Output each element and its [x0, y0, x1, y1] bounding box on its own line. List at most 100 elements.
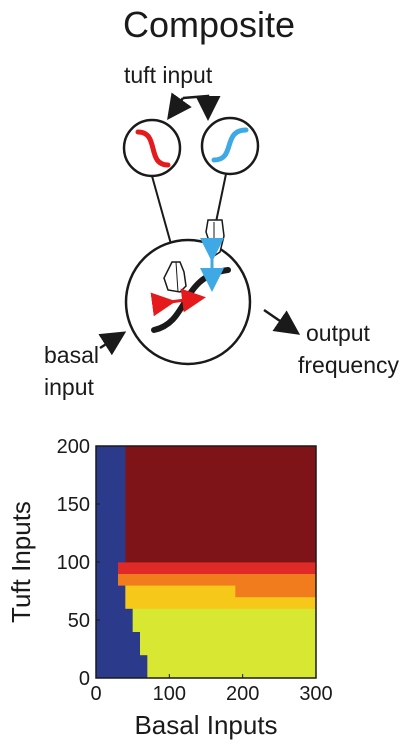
heatmap-cell: [162, 596, 170, 609]
output-label-line2: frequency: [298, 352, 400, 378]
heatmap-cell: [169, 596, 178, 609]
heatmap-cell: [169, 550, 178, 563]
heatmap-cell: [250, 504, 258, 516]
heatmap-cell: [184, 504, 192, 516]
heatmap-cell: [125, 550, 134, 563]
heatmap-cell: [162, 608, 170, 621]
heatmap-cell: [154, 608, 163, 621]
heatmap-cell: [118, 643, 126, 656]
heatmap-cell: [140, 527, 148, 540]
heatmap-cell: [154, 446, 163, 458]
heatmap-cell: [191, 480, 200, 493]
heatmap-cell: [294, 631, 302, 644]
heatmap-cell: [184, 480, 192, 493]
heatmap-cell: [220, 538, 229, 551]
heatmap-cell: [272, 550, 280, 563]
heatmap-cell: [206, 469, 214, 482]
heatmap-cell: [198, 643, 207, 656]
heatmap-cell: [228, 469, 236, 482]
heatmap-cell: [191, 504, 200, 516]
heatmap-cell: [228, 538, 236, 551]
heatmap-cell: [272, 620, 280, 632]
heatmap-cell: [220, 527, 229, 540]
heatmap-cell: [176, 562, 185, 574]
heatmap-cell: [147, 457, 156, 470]
heatmap-cell: [147, 608, 156, 621]
heatmap-cell: [118, 654, 126, 667]
heatmap-cell: [264, 457, 273, 470]
heatmap-cell: [176, 538, 185, 551]
heatmap-cell: [147, 643, 156, 656]
heatmap-cell: [103, 608, 112, 621]
heatmap-cell: [140, 480, 148, 493]
heatmap-cell: [162, 457, 170, 470]
heatmap-cell: [96, 562, 104, 574]
heatmap-cell: [132, 492, 141, 505]
heatmap-cell: [118, 620, 126, 632]
heatmap-cell: [96, 643, 104, 656]
heatmap-cell: [294, 480, 302, 493]
heatmap-cell: [125, 596, 134, 609]
heatmap-cell: [228, 666, 236, 679]
heatmap-cell: [147, 654, 156, 667]
heatmap-cell: [308, 562, 317, 574]
heatmap-cell: [118, 562, 126, 574]
heatmap-cell: [162, 515, 170, 528]
heatmap-cell: [206, 608, 214, 621]
heatmap-cell: [176, 608, 185, 621]
heatmap-cell: [213, 480, 222, 493]
heatmap-cell: [125, 631, 134, 644]
heatmap-cell: [154, 631, 163, 644]
heatmap-cell: [301, 608, 310, 621]
heatmap-cell: [235, 608, 244, 621]
heatmap-cell: [279, 550, 288, 563]
heatmap-cell: [132, 469, 141, 482]
heatmap-cell: [103, 527, 112, 540]
heatmap-cell: [103, 480, 112, 493]
heatmap-cell: [184, 527, 192, 540]
heatmap-cell: [242, 573, 251, 586]
neuron-diagram: [98, 92, 301, 366]
heatmap-cell: [286, 504, 295, 516]
basal-shift-arrow: [150, 288, 206, 317]
heatmap-cell: [250, 631, 258, 644]
heatmap-cell: [235, 492, 244, 505]
heatmap-cell: [140, 538, 148, 551]
heatmap-cell: [184, 585, 192, 598]
heatmap-cell: [184, 446, 192, 458]
heatmap-cell: [286, 538, 295, 551]
heatmap-cell: [176, 492, 185, 505]
heatmap-cell: [103, 515, 112, 528]
heatmap-cell: [308, 643, 317, 656]
heatmap-cell: [198, 480, 207, 493]
heatmap-cell: [301, 492, 310, 505]
heatmap-cell: [96, 457, 104, 470]
heatmap-cell: [308, 515, 317, 528]
heatmap-cell: [154, 469, 163, 482]
heatmap-cell: [184, 666, 192, 679]
heatmap-cell: [140, 654, 148, 667]
heatmap-cell: [169, 446, 178, 458]
heatmap-cell: [184, 654, 192, 667]
heatmap-cell: [140, 573, 148, 586]
heatmap-cell: [294, 550, 302, 563]
heatmap-cell: [118, 446, 126, 458]
heatmap-cell: [184, 643, 192, 656]
heatmap-cell: [301, 527, 310, 540]
heatmap-cell: [206, 492, 214, 505]
heatmap-cell: [279, 596, 288, 609]
heatmap-cell: [272, 457, 280, 470]
heatmap-cell: [191, 654, 200, 667]
heatmap-cell: [257, 562, 266, 574]
heatmap-cell: [206, 515, 214, 528]
heatmap-cell: [169, 562, 178, 574]
heatmap-cell: [125, 562, 134, 574]
heatmap-cell: [279, 631, 288, 644]
heatmap-cell: [242, 562, 251, 574]
heatmap-cell: [198, 527, 207, 540]
heatmap-cell: [96, 631, 104, 644]
heatmap-cell: [206, 457, 214, 470]
heatmap-cell: [184, 631, 192, 644]
heatmap-cell: [220, 469, 229, 482]
heatmap-cell: [176, 573, 185, 586]
